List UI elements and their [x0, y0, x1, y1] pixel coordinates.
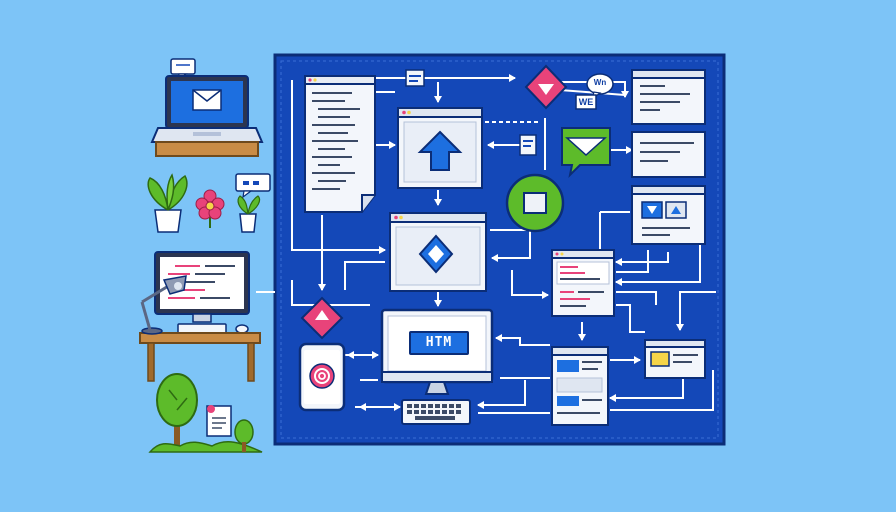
email-envelope-icon — [561, 127, 611, 179]
bubble-label: Wn — [593, 78, 607, 87]
flower-icon — [195, 189, 225, 228]
connector-arrows — [256, 74, 716, 414]
header-chip — [405, 69, 425, 87]
desk-workstation — [139, 251, 261, 382]
note-card-icon — [206, 405, 254, 452]
yellow-card-node — [644, 339, 706, 379]
list-card-middle — [631, 131, 706, 178]
media-card-node — [631, 185, 706, 245]
upload-arrow-icon — [417, 130, 463, 171]
plant-icon — [147, 173, 188, 233]
tree-icon — [148, 373, 263, 453]
pink-diamond-node — [524, 64, 568, 110]
small-chip — [519, 134, 537, 156]
code-window-node — [551, 249, 615, 317]
layout-card-node — [551, 346, 609, 426]
document-node — [304, 75, 376, 213]
laptop-mail-icon — [150, 75, 264, 157]
we-label: WE — [578, 97, 594, 107]
htm-label: HTM — [409, 331, 469, 355]
phone-node — [298, 342, 346, 412]
list-card-top — [631, 69, 706, 125]
upload-window-node — [397, 107, 483, 189]
pink-diamond-small — [300, 296, 344, 340]
diamond-window-node — [389, 212, 487, 292]
desk-lamp-icon — [140, 275, 187, 335]
green-circle-node — [505, 173, 565, 233]
small-plant-icon — [235, 173, 271, 233]
keyboard-icon — [401, 399, 471, 425]
we-node — [575, 94, 597, 110]
at-sign-icon — [309, 363, 335, 389]
